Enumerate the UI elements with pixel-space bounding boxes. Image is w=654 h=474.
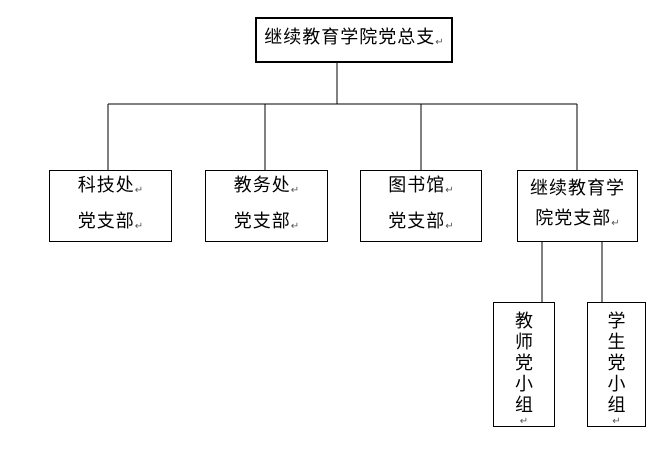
org-node-label: 继续教育学 (530, 178, 625, 198)
org-node-student-group: 学生党小组 ↵ (587, 302, 646, 427)
org-node-label: 党支部 (388, 211, 446, 231)
org-node-label: 党支部 (233, 211, 291, 231)
paragraph-mark-icon: ↵ (612, 416, 621, 427)
paragraph-mark-icon: ↵ (290, 221, 300, 232)
org-node-label: 图书馆 (388, 175, 446, 195)
paragraph-mark-icon: ↵ (445, 221, 454, 232)
org-node-root: 继续教育学院党总支↵ (255, 17, 453, 63)
paragraph-mark-icon: ↵ (519, 416, 529, 427)
paragraph-mark-icon: ↵ (435, 37, 444, 48)
org-node-label: 科技处 (77, 175, 135, 195)
org-node-label: 党支部 (77, 211, 135, 231)
org-node-root-label: 继续教育学院党总支 (264, 27, 436, 47)
org-node-label: 院党支部 (535, 208, 612, 228)
paragraph-mark-icon: ↵ (134, 221, 144, 232)
paragraph-mark-icon: ↵ (611, 218, 620, 229)
org-node-label: 教务处 (233, 175, 291, 195)
org-node-keji-branch: 科技处↵ 党支部↵ (49, 170, 172, 242)
org-node-tushuguan-branch: 图书馆↵ 党支部↵ (360, 170, 482, 242)
org-node-label: 教师党小组 (515, 311, 533, 415)
org-node-jiaowu-branch: 教务处↵ 党支部↵ (205, 170, 328, 242)
paragraph-mark-icon: ↵ (134, 185, 144, 196)
paragraph-mark-icon: ↵ (445, 185, 454, 196)
org-node-jixujiaoyu-branch: 继续教育学 院党支部↵ (517, 170, 638, 242)
paragraph-mark-icon: ↵ (290, 185, 300, 196)
org-node-teacher-group: 教师党小组 ↵ (493, 302, 555, 427)
org-node-label: 学生党小组 (607, 311, 626, 415)
